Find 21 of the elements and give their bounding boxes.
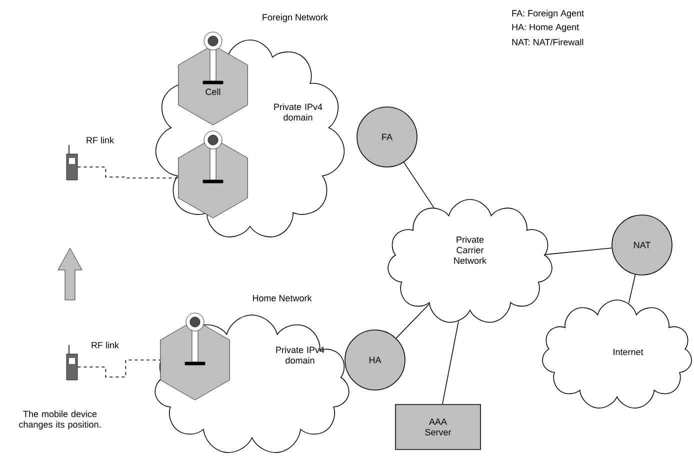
network-name: Private IPv4 domain — [274, 103, 322, 121]
connector — [77, 360, 161, 378]
cell-hexagon: Cell — [178, 44, 248, 126]
caption-text: The mobile device changes its position. — [19, 410, 100, 430]
mobile-phone-icon — [66, 144, 78, 180]
server-box: AAA Server — [395, 404, 481, 450]
connector — [442, 320, 459, 404]
connector — [403, 162, 434, 208]
legend-text: HA: Home Agent — [512, 24, 579, 32]
connector — [396, 304, 430, 339]
legend-text: FA: Foreign Agent — [512, 10, 584, 18]
network-heading: Home Network — [252, 294, 312, 302]
legend-text: NAT: NAT/Firewall — [512, 38, 584, 46]
edge-label: RF link — [90, 340, 120, 350]
network-name: Private Carrier Network — [454, 236, 487, 264]
network-heading: Foreign Network — [262, 14, 328, 22]
network-name: Internet — [614, 348, 644, 356]
edge-label: RF link — [85, 136, 115, 144]
mobile-phone-icon — [66, 344, 78, 380]
network-name: Private IPv4 domain — [276, 346, 324, 364]
connector — [628, 274, 636, 304]
